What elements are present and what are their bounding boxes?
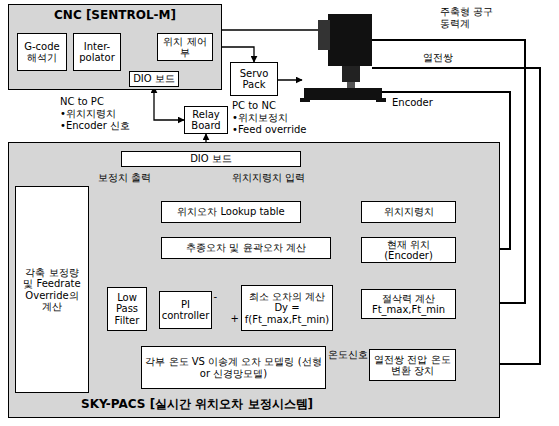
process-box: 추종오차 및 윤곽오차 계산 (161, 237, 331, 259)
process-box: 각축 보정량 및 Feedrate Override의 계산 (15, 186, 89, 393)
process-box: 위치 제어부 (157, 33, 213, 61)
annotation-label: •Feed override (232, 124, 306, 136)
process-box: Inter-polator (73, 33, 121, 71)
process-box: Low Pass Filter (107, 287, 147, 331)
annotation-label: 위치지령치 입력 (232, 172, 305, 184)
process-box: 각부 온도 VS 이송계 오차 모델링 (선형 or 신경망모델) (141, 346, 326, 389)
cnc-panel: CNC [SENTROL-M] G-code 해석기 Inter-polator 위치… (8, 4, 222, 90)
node-text: G-code 해석기 (21, 41, 63, 64)
process-box: 절삭력 계산Ft_max,Ft_min (361, 289, 456, 319)
annotation-label: PC to NC (232, 100, 276, 112)
process-box: 열전쌍 전압 온도 변환 장치 (369, 349, 456, 381)
panel-title: SKY-PACS [실시간 위치오차 보정시스템] (81, 396, 313, 413)
node-text: 위치 제어부 (161, 36, 209, 59)
servo-to-machine (278, 79, 302, 81)
io-board-box: DIO 보드 (129, 71, 179, 87)
node-text: 각부 온도 VS 이송계 오차 모델링 (선형 or 신경망모델) (145, 356, 322, 379)
node-text: Ft_max,Ft_min (372, 304, 445, 316)
node-text: Low Pass Filter (111, 292, 143, 327)
node-text: PI controller (162, 299, 210, 322)
node-text: 최소 오차의 계산 (249, 291, 325, 303)
annotation-label: 주축형 공구동력계 (440, 6, 500, 29)
connector-arrow (154, 87, 184, 120)
node-text: Servo Pack (234, 68, 274, 91)
signal-label: 온도신호 (327, 349, 369, 360)
process-box: 위치오차 Lookup table (161, 201, 301, 223)
annotation-label: + (231, 313, 239, 325)
process-box: 현재 위치 (Encoder) (361, 237, 456, 263)
annotation-label: •위치지령치 (60, 108, 116, 120)
machine-tool (300, 14, 386, 102)
annotation-label: - (214, 291, 218, 303)
node-text: 위치지령치 (384, 206, 434, 218)
io-board-box: DIO 보드 (121, 151, 301, 167)
node-text: 절삭력 계산 (382, 293, 435, 305)
node-text: 추종오차 및 윤곽오차 계산 (186, 242, 306, 254)
node-text: Dy = f(Ft_max,Ft_min) (245, 302, 330, 325)
process-box: G-code 해석기 (17, 33, 67, 71)
process-box: 위치지령치 (361, 201, 456, 223)
process-box: PI controller (159, 291, 212, 329)
annotation-label: 열전쌍 (423, 52, 453, 64)
annotation-label: 보정치 출력 (98, 172, 151, 184)
servo-box: Servo Pack (230, 62, 278, 96)
annotation-label: Encoder (392, 97, 433, 109)
node-text: Inter-polator (77, 41, 117, 64)
annotation-label: •Encoder 신호 (60, 120, 130, 132)
process-box: 최소 오차의 계산Dy = f(Ft_max,Ft_min) (241, 285, 333, 331)
node-text: 각축 보정량 및 Feedrate Override의 계산 (19, 267, 85, 313)
annotation-label: NC to PC (60, 96, 104, 108)
node-text: 열전쌍 전압 온도 변환 장치 (373, 354, 452, 377)
relay-box: Relay Board (184, 106, 228, 134)
annotation-label: •위치보정치 (232, 112, 288, 124)
node-text: 위치오차 Lookup table (177, 206, 285, 218)
node-text: DIO 보드 (133, 73, 175, 85)
panel-title: CNC [SENTROL-M] (9, 8, 221, 22)
node-text: DIO 보드 (190, 153, 232, 165)
node-text: Relay Board (188, 109, 224, 132)
pacs-panel: SKY-PACS [실시간 위치오차 보정시스템] DIO 보드각축 보정량 및 … (8, 142, 500, 418)
node-text: 현재 위치 (Encoder) (365, 239, 452, 262)
